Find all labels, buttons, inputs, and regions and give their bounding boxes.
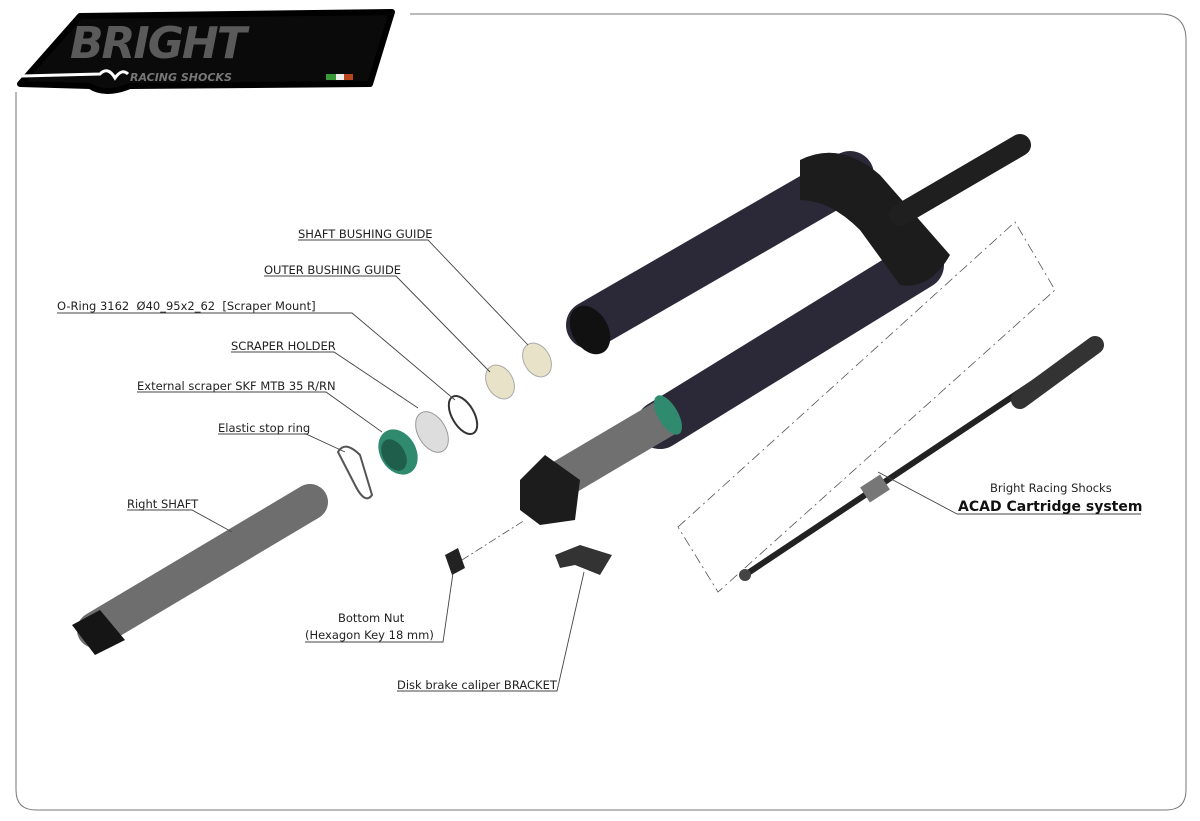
external-scraper xyxy=(378,429,418,475)
label-elastic-stop-ring: Elastic stop ring xyxy=(218,421,310,435)
logo-tagline: RACING SHOCKS xyxy=(130,71,232,84)
label-external-scraper: External scraper SKF MTB 35 R/RN xyxy=(137,379,336,393)
logo-brand: BRIGHT xyxy=(70,18,250,69)
shaft-bushing-guide xyxy=(522,342,552,378)
leader-lines xyxy=(57,239,1141,692)
bottom-nut xyxy=(445,548,465,575)
label-shaft-bushing-guide: SHAFT BUSHING GUIDE xyxy=(298,227,433,241)
label-cartridge-name: ACAD Cartridge system xyxy=(958,499,1142,515)
bright-logo: BRIGHT RACING SHOCKS xyxy=(17,9,395,94)
fork-lowers xyxy=(520,134,1031,525)
right-shaft xyxy=(72,484,328,655)
o-ring xyxy=(447,395,479,435)
label-caliper-bracket: Disk brake caliper BRACKET xyxy=(397,678,558,692)
label-bottom-nut: Bottom Nut xyxy=(338,611,405,625)
caliper-bracket xyxy=(555,545,612,575)
outer-bushing-guide xyxy=(485,364,515,400)
acad-cartridge xyxy=(677,221,1104,593)
label-scraper-holder: SCRAPER HOLDER xyxy=(231,339,336,353)
label-bottom-nut-note: (Hexagon Key 18 mm) xyxy=(305,628,434,642)
drawing-frame xyxy=(15,13,1187,811)
elastic-stop-ring xyxy=(336,445,374,500)
label-o-ring: O-Ring 3162 Ø40_95x2_62 [Scraper Mount] xyxy=(57,299,316,313)
scraper-holder xyxy=(415,411,449,453)
label-cartridge-brand: Bright Racing Shocks xyxy=(990,481,1112,495)
label-outer-bushing-guide: OUTER BUSHING GUIDE xyxy=(264,263,401,277)
label-right-shaft: Right SHAFT xyxy=(127,497,199,511)
